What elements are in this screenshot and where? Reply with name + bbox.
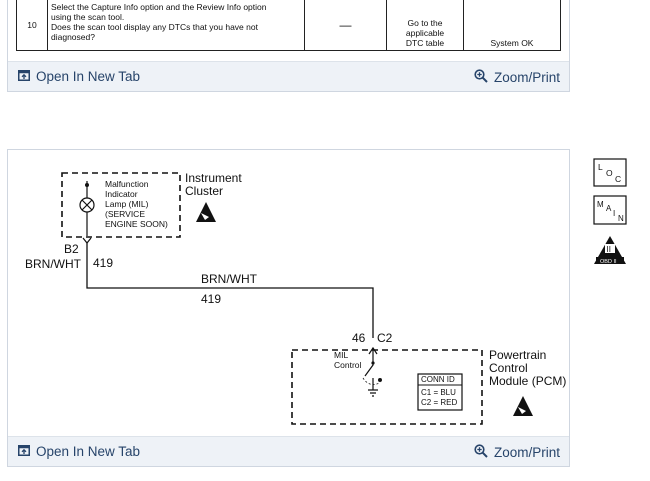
svg-text:II: II (607, 245, 611, 254)
obd-ii-icon[interactable]: II OBD II (594, 236, 626, 265)
pin-b2-label: B2 (64, 242, 79, 256)
svg-text:M: M (597, 200, 604, 209)
no-cell: System OK (463, 0, 561, 51)
zoom-print-link[interactable]: Zoom/Print (474, 69, 560, 86)
ground-icon (368, 378, 378, 397)
top-document-panel: 10 Select the Capture Info option and th… (7, 0, 570, 92)
mil-control-label: MIL (334, 350, 348, 360)
value-cell: — (304, 0, 387, 51)
connector-symbol (82, 237, 92, 244)
svg-text:O: O (606, 168, 613, 178)
open-in-new-tab-link[interactable]: Open In New Tab (18, 444, 140, 459)
mil-label: Malfunction (105, 179, 149, 189)
pcm-label: Control (489, 361, 528, 375)
svg-text:A: A (606, 204, 612, 213)
zoom-print-label: Zoom/Print (493, 70, 560, 85)
pcm-label: Module (PCM) (489, 374, 566, 388)
zoom-icon (474, 69, 488, 86)
yes-cell: Go to the applicable DTC table (386, 0, 464, 51)
circuit-number-label: 419 (201, 292, 221, 306)
open-in-new-tab-link[interactable]: Open In New Tab (18, 69, 140, 84)
new-tab-icon (18, 69, 30, 84)
panel-footer: Open In New Tab Zoom/Print (8, 61, 569, 91)
new-tab-icon (18, 444, 30, 459)
instrument-cluster-label: Cluster (185, 184, 223, 198)
table-row: 10 Select the Capture Info option and th… (16, 0, 561, 51)
main-reference-icon[interactable]: M A I N (593, 195, 627, 225)
loc-reference-icon[interactable]: L O C (593, 158, 627, 187)
pcm-label: Powertrain (489, 348, 546, 362)
conn-id-title: CONN ID (421, 375, 455, 384)
svg-text:C: C (615, 174, 621, 184)
circuit-number-label: 419 (93, 256, 113, 270)
action-line: Does the scan tool display any DTCs that… (51, 22, 258, 32)
esd-sensitive-icon (196, 202, 216, 222)
wiring-diagram-panel: Instrument Cluster Malfunction Indicator… (7, 149, 570, 467)
wire-color-label: BRN/WHT (201, 272, 258, 286)
conn-id-box: CONN ID C1 = BLU C2 = RED (417, 373, 463, 411)
zoom-print-label: Zoom/Print (493, 445, 560, 460)
pcm-box (291, 349, 483, 425)
wiring-diagram: Instrument Cluster Malfunction Indicator… (25, 171, 566, 425)
svg-text:OBD II: OBD II (600, 259, 617, 265)
mil-label: Lamp (MIL) (105, 199, 149, 209)
lamp-icon (79, 197, 95, 213)
reference-icons: L O C M A I N II OBD II (593, 158, 627, 265)
yes-line: applicable (405, 28, 445, 38)
connector-c2-label: C2 (377, 331, 393, 345)
svg-text:L: L (598, 162, 603, 172)
action-line: diagnosed? (51, 32, 95, 42)
step-number: 10 (16, 0, 48, 51)
action-line: Select the Capture Info option and the R… (51, 2, 267, 12)
yes-line: Go to the (407, 18, 443, 28)
mil-control-switch (364, 348, 374, 377)
instrument-cluster-box (61, 172, 181, 238)
wire-color-label: BRN/WHT (25, 257, 82, 271)
conn-id-c1: C1 = BLU (421, 388, 456, 397)
action-line: using the scan tool. (51, 12, 125, 22)
mil-control-label: Control (334, 360, 362, 370)
pin-46-label: 46 (352, 331, 366, 345)
mil-label: Indicator (105, 189, 138, 199)
diagnostic-table: 10 Select the Capture Info option and th… (16, 0, 561, 51)
esd-sensitive-icon (513, 396, 533, 416)
mil-label: ENGINE SOON) (105, 219, 168, 229)
zoom-print-link[interactable]: Zoom/Print (474, 444, 560, 461)
yes-line: DTC table (405, 38, 445, 48)
svg-text:I: I (613, 209, 615, 218)
instrument-cluster-label: Instrument (185, 171, 242, 185)
conn-id-c2: C2 = RED (421, 398, 457, 407)
open-in-new-tab-label: Open In New Tab (36, 444, 141, 459)
open-in-new-tab-label: Open In New Tab (36, 69, 141, 84)
action-cell: Select the Capture Info option and the R… (47, 0, 305, 51)
svg-text:N: N (618, 214, 624, 223)
mil-label: (SERVICE (105, 209, 145, 219)
wire-419 (86, 243, 374, 338)
panel-footer: Open In New Tab Zoom/Print (8, 436, 569, 466)
zoom-icon (474, 444, 488, 461)
